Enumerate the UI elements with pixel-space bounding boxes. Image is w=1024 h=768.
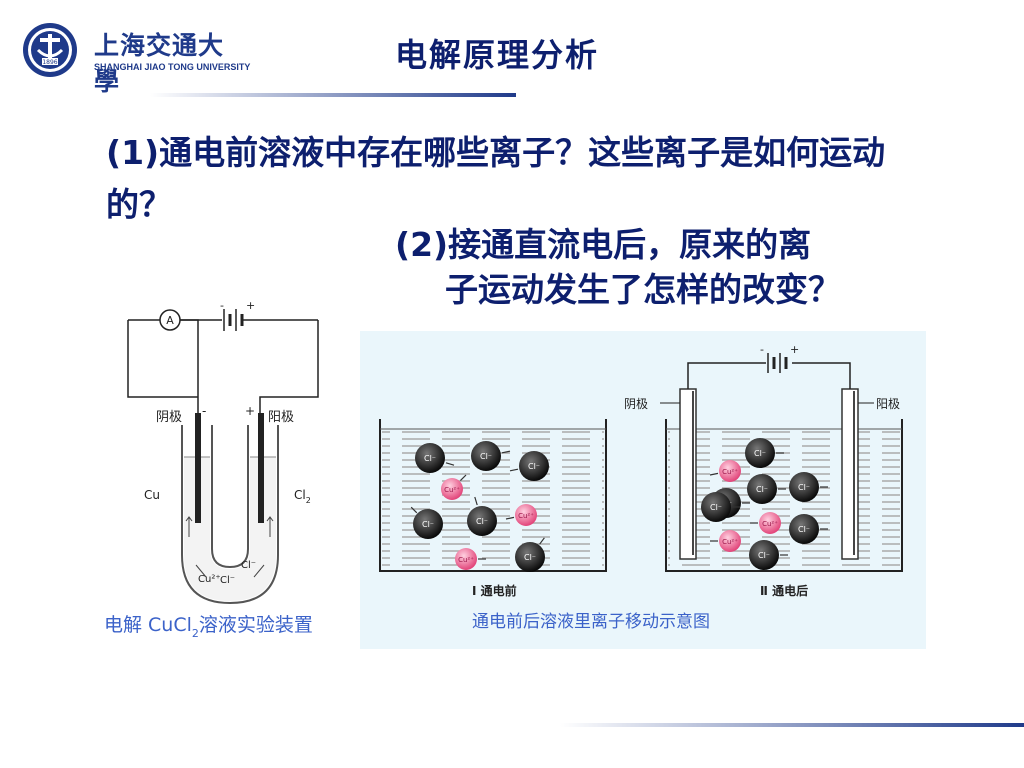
cu-ion-2: Cu²⁺ <box>709 460 741 482</box>
cl-ion-10: Cl⁻ <box>749 540 788 570</box>
right-material-cl: Cl2 <box>294 488 311 505</box>
ammeter-icon: A <box>159 309 181 331</box>
cu-ion-9: Cu²⁺ <box>710 530 741 552</box>
question-2-line-2: 子运动发生了怎样的改变？ <box>445 270 841 309</box>
svg-text:Cl⁻: Cl⁻ <box>422 520 434 529</box>
cl-ion-6: Cl⁻ <box>701 492 740 522</box>
right-figure-caption: 通电前后溶液里离子移动示意图 <box>472 612 710 632</box>
cathode-electrode <box>195 413 201 523</box>
university-logo: 1896 上海交通大學 SHANGHAI JIAO TONG UNIVERSIT… <box>22 22 250 96</box>
cl-ion-5: Cl⁻ <box>789 472 828 502</box>
question-1: (1)通电前溶液中存在哪些离子？这些离子是如何运动的？ <box>106 133 886 224</box>
anode-electrode <box>258 413 264 523</box>
cl-ion-2: Cl⁻ <box>471 441 511 471</box>
cl-ion-8: Cl⁻ <box>789 514 828 544</box>
beaker-1 <box>379 419 607 572</box>
svg-text:Cu²⁺: Cu²⁺ <box>722 468 738 476</box>
left-figure-caption: 电解 CuCl2溶液实验装置 <box>104 614 313 640</box>
ion-movement-figure: Cl⁻ Cl⁻ Cl⁻ Cu²⁺ Cl⁻ Cl⁻ Cu²⁺ Cu²⁺ Cl⁻ Ⅰ 通电前 - +… <box>360 331 926 649</box>
cl-ion-1: Cl⁻ <box>745 438 784 468</box>
svg-text:Cl⁻: Cl⁻ <box>524 553 536 562</box>
electrolysis-apparatus-figure: A - + 阴极 - + 阳极 <box>100 287 358 649</box>
anode-label: 阳极 <box>268 410 294 425</box>
cl-ion-5: Cl⁻ <box>410 506 443 539</box>
svg-text:Cl⁻: Cl⁻ <box>710 503 722 512</box>
left-material-cu: Cu <box>144 488 160 502</box>
logo-chinese-name: 上海交通大學 <box>94 31 225 96</box>
battery-plus-sign: + <box>246 299 255 312</box>
svg-text:Cu²⁺: Cu²⁺ <box>722 538 738 546</box>
cathode-sign: - <box>202 404 206 418</box>
svg-text:Cu²⁺: Cu²⁺ <box>458 556 474 564</box>
battery-2-minus-sign: - <box>760 343 764 356</box>
svg-text:Cu²⁺: Cu²⁺ <box>518 512 534 520</box>
ion-label-cu: Cu²⁺ <box>198 574 221 585</box>
cl-ion-9: Cl⁻ <box>515 537 545 572</box>
question-2-line-1: (2)接通直流电后，原来的离 <box>395 225 812 264</box>
battery-icon <box>223 309 244 331</box>
cl-ion-3: Cl⁻ <box>509 451 549 481</box>
cu-ion-7: Cu²⁺ <box>505 504 537 526</box>
ion-label-cl-2: Cl⁻ <box>241 560 256 571</box>
cu-ion-4: Cu²⁺ <box>441 474 467 500</box>
beaker-2-label: Ⅱ 通电后 <box>760 583 808 598</box>
svg-text:A: A <box>166 314 174 327</box>
anode-sign: + <box>245 404 255 418</box>
svg-text:Cl⁻: Cl⁻ <box>798 483 810 492</box>
cu-ion-8: Cu²⁺ <box>455 548 486 570</box>
seal-year: 1896 <box>42 59 57 66</box>
footer-divider <box>560 723 1024 727</box>
cathode-label: 阴极 <box>156 410 182 425</box>
svg-text:Cl⁻: Cl⁻ <box>476 517 488 526</box>
svg-text:Cl⁻: Cl⁻ <box>424 454 436 463</box>
university-seal-icon: 1896 <box>23 23 77 77</box>
cu-ion-7: Cu²⁺ <box>750 512 781 534</box>
svg-text:Cl⁻: Cl⁻ <box>758 551 770 560</box>
beaker-2-cathode-label: 阴极 <box>624 397 648 411</box>
anode-plate <box>841 388 859 560</box>
svg-text:Cl⁻: Cl⁻ <box>756 485 768 494</box>
svg-text:Cl⁻: Cl⁻ <box>480 452 492 461</box>
beaker-1-label: Ⅰ 通电前 <box>472 583 517 598</box>
logo-english-name: SHANGHAI JIAO TONG UNIVERSITY <box>94 62 251 72</box>
svg-text:Cu²⁺: Cu²⁺ <box>444 486 460 494</box>
slide-title: 电解原理分析 <box>395 36 600 74</box>
battery-2-plus-sign: + <box>790 343 799 356</box>
svg-text:Cl⁻: Cl⁻ <box>528 462 540 471</box>
battery-minus-sign: - <box>220 299 224 312</box>
ion-label-cl-1: Cl⁻ <box>220 575 235 586</box>
cl-ion-4: Cl⁻ <box>747 474 786 504</box>
title-divider <box>150 93 516 97</box>
svg-text:Cl⁻: Cl⁻ <box>798 525 810 534</box>
battery-icon-2 <box>767 353 788 373</box>
svg-text:Cl⁻: Cl⁻ <box>754 449 766 458</box>
cl-ion-6: Cl⁻ <box>467 496 497 536</box>
beaker-2-anode-label: 阳极 <box>876 397 900 411</box>
beaker-2 <box>665 419 903 572</box>
cl-ion-1: Cl⁻ <box>415 443 455 473</box>
svg-text:Cu²⁺: Cu²⁺ <box>762 520 778 528</box>
